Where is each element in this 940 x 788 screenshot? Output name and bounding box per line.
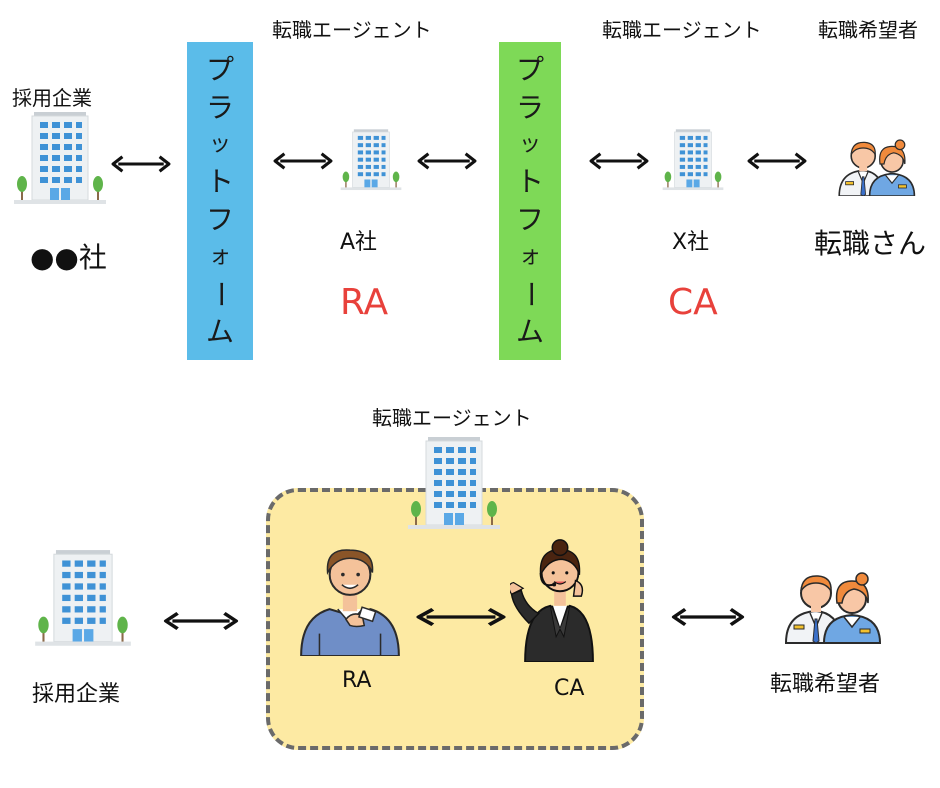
double-arrow-icon: [416, 150, 478, 172]
platform-char: ト: [205, 165, 234, 199]
agent-x-role: CA: [668, 282, 718, 323]
platform-char: ラ: [515, 90, 544, 124]
office-building-icon: [10, 110, 110, 210]
agent-x-name: X社: [672, 230, 710, 255]
double-arrow-icon: [746, 150, 808, 172]
agent-a-role: RA: [340, 282, 389, 323]
platform-bar-right: プラットフォーム: [499, 42, 561, 360]
agent-a-header: 転職エージェント: [272, 18, 432, 42]
platform-char: ト: [515, 165, 544, 199]
platform-char: ォ: [518, 243, 541, 269]
platform-bar-left: プラットフォーム: [187, 42, 253, 360]
platform-char: ォ: [208, 243, 231, 269]
platform-char: フ: [515, 202, 544, 236]
advisor-woman-icon: [510, 536, 610, 662]
seeker-label-bottom: 転職希望者: [770, 672, 881, 697]
agent-a-name: A社: [340, 230, 378, 255]
platform-char: ム: [515, 314, 544, 348]
double-arrow-icon: [162, 610, 240, 632]
platform-char: ラ: [205, 90, 234, 124]
employer-label-bottom: 採用企業: [32, 682, 121, 707]
office-building-icon: [404, 434, 504, 536]
ra-label: RA: [342, 668, 372, 693]
agent-x-header: 転職エージェント: [602, 18, 762, 42]
seeker-name: 転職さん: [814, 227, 927, 260]
platform-char: ー: [203, 280, 237, 309]
employer-label-top: 採用企業: [12, 86, 92, 110]
platform-char: ッ: [208, 131, 231, 157]
platform-char: フ: [205, 202, 234, 236]
employer-name: ●●社: [30, 241, 107, 274]
recruiter-man-icon: [298, 544, 402, 656]
double-arrow-icon: [670, 606, 746, 628]
double-arrow-icon: [414, 606, 508, 628]
seeker-header: 転職希望者: [818, 18, 918, 42]
office-building-icon: [338, 128, 404, 194]
platform-char: プ: [515, 53, 544, 87]
agent-header-bottom: 転職エージェント: [372, 406, 532, 430]
platform-char: ム: [205, 314, 234, 348]
double-arrow-icon: [588, 150, 650, 172]
double-arrow-icon: [110, 153, 172, 175]
platform-char: ー: [513, 280, 547, 309]
two-people-icon: [836, 132, 916, 196]
two-people-icon: [782, 562, 882, 644]
double-arrow-icon: [272, 150, 334, 172]
office-building-icon: [660, 128, 726, 194]
ca-label: CA: [554, 676, 585, 701]
platform-char: ッ: [518, 131, 541, 157]
platform-char: プ: [205, 53, 234, 87]
office-building-icon: [28, 548, 138, 652]
